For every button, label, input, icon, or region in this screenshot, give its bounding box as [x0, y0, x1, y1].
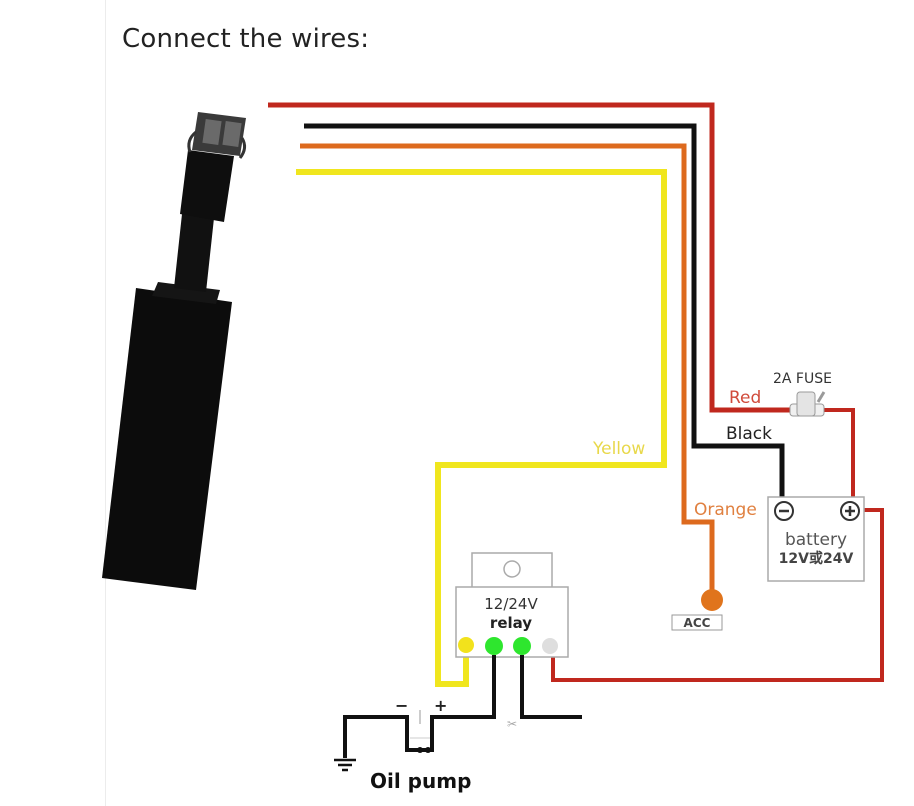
battery [767, 496, 865, 582]
relay-voltage: 12/24V [484, 595, 538, 613]
oil-pump-label: Oil pump [370, 769, 471, 793]
relay-label: relay [490, 614, 532, 632]
fuse-component [789, 391, 826, 417]
cut-scissors-icon: ✂ [507, 717, 517, 731]
wire-relay-pump-a [434, 655, 496, 719]
fuse-label: 2A FUSE [773, 371, 832, 387]
wire-label-yellow: Yellow [592, 439, 645, 459]
relay-pin-3 [513, 637, 531, 655]
wire-black [304, 123, 785, 500]
wire-red-fuse-to-battery [820, 408, 855, 500]
relay-pin-1 [458, 637, 474, 653]
wire-label-red: Red [729, 388, 761, 408]
wire-relay-to-battery [551, 508, 884, 682]
relay [455, 552, 569, 658]
wire-yellow [296, 169, 667, 687]
wire-red [268, 102, 792, 413]
battery-label: battery [785, 530, 847, 550]
wire-label-orange: Orange [694, 500, 757, 520]
relay-pin-4 [542, 638, 558, 654]
acc-terminal [701, 589, 723, 611]
acc-label: ACC [684, 616, 711, 630]
oil-pump-plus: + [434, 696, 447, 715]
page-title: Connect the wires: [122, 24, 370, 54]
wire-label-black: Black [726, 424, 772, 444]
oil-pump-minus: − [395, 696, 408, 715]
acc-box [671, 614, 723, 631]
wire-orange [300, 143, 715, 592]
gps-tracker-device [102, 112, 247, 590]
battery-voltage: 12V或24V [779, 550, 854, 567]
page-left-border [105, 0, 106, 806]
oil-pump [334, 710, 436, 772]
relay-pin-2 [485, 637, 503, 655]
wire-relay-pump-b [520, 655, 582, 719]
